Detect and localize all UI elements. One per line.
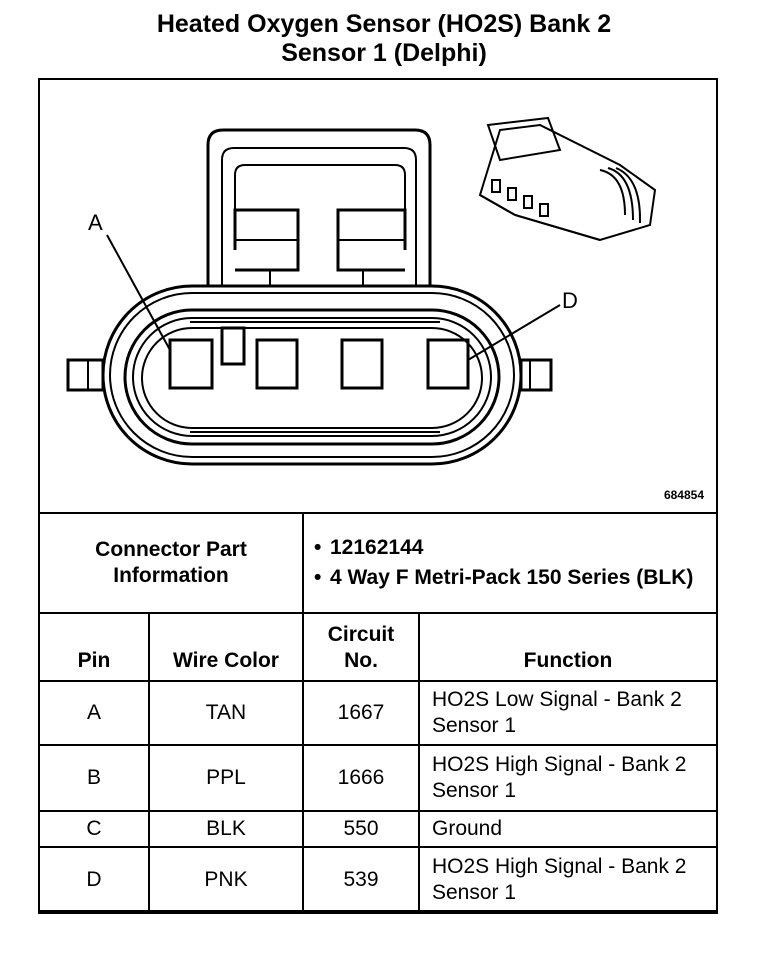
table-row: B PPL 1666 HO2S High Signal - Bank 2 Sen… [38,744,718,812]
wire-color-cell: BLK [148,810,304,848]
connector-info-label: Connector Part Information [38,512,304,614]
function-cell: Ground [418,810,718,848]
connector-info-values: 12162144 4 Way F Metri-Pack 150 Series (… [302,512,718,614]
connector-frame: A D 684854 Connector Part Information 12… [38,78,718,914]
pin-cell: D [38,846,150,914]
pin-label-a: A [88,210,103,235]
function-cell: HO2S High Signal - Bank 2 Sensor 1 [418,846,718,914]
pin-cavity-a [168,338,214,390]
wire-color-cell: PNK [148,846,304,914]
function-cell: HO2S Low Signal - Bank 2 Sensor 1 [418,680,718,746]
connector-face-diagram: A D [66,116,657,466]
wire-color-cell: TAN [148,680,304,746]
pin-cell: C [38,810,150,848]
header-circuit: Circuit No. [302,612,420,682]
header-wire-color: Wire Color [148,612,304,682]
header-function: Function [418,612,718,682]
wire-color-cell: PPL [148,744,304,812]
figure-number: 684854 [663,488,704,502]
connector-3d-icon [478,116,657,242]
connector-description: 4 Way F Metri-Pack 150 Series (BLK) [310,565,710,591]
table-row: C BLK 550 Ground [38,810,718,848]
title-line-1: Heated Oxygen Sensor (HO2S) Bank 2 [156,10,612,38]
pin-cavity-d [426,338,470,390]
circuit-cell: 539 [302,846,420,914]
table-header-row: Pin Wire Color Circuit No. Function [38,612,718,682]
page-title: Heated Oxygen Sensor (HO2S) Bank 2 Senso… [0,10,768,68]
connector-info-row: Connector Part Information 12162144 4 Wa… [38,512,718,614]
header-pin: Pin [38,612,150,682]
connector-part-number: 12162144 [310,535,710,561]
pin-label-d: D [562,288,578,313]
function-cell: HO2S High Signal - Bank 2 Sensor 1 [418,744,718,812]
table-row: D PNK 539 HO2S High Signal - Bank 2 Sens… [38,846,718,914]
title-line-2: Sensor 1 (Delphi) [281,39,487,67]
pin-cell: A [38,680,150,746]
circuit-cell: 1666 [302,744,420,812]
pin-cavity-b [255,338,299,390]
connector-latch [66,116,657,466]
pinout-table: Connector Part Information 12162144 4 Wa… [38,512,718,914]
pin-cavity-c [340,338,384,390]
circuit-cell: 1667 [302,680,420,746]
circuit-cell: 550 [302,810,420,848]
table-row: A TAN 1667 HO2S Low Signal - Bank 2 Sens… [38,680,718,746]
pin-cell: B [38,744,150,812]
